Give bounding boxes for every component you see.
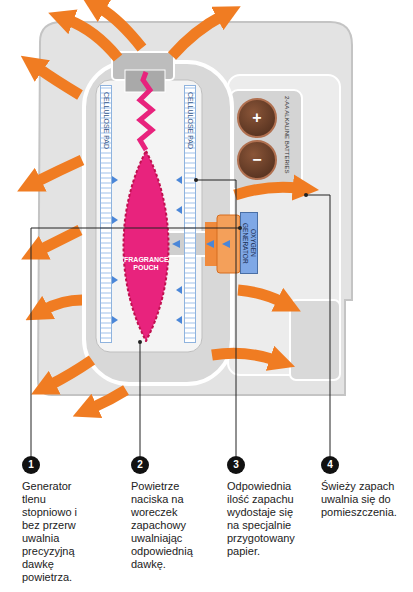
callout-number: 1 [22,456,40,474]
pouch-shape [124,151,169,341]
housing-foot [290,300,340,380]
part-label: 2-AA ALKALINE BATTERIES [283,96,291,174]
battery-sign: − [252,152,261,168]
housing [38,22,352,395]
leader-path [31,228,240,456]
part-label: CELLULOSE PAD [185,92,195,149]
battery-compartment [230,90,302,190]
callout: 3Odpowiednia ilość zapachu wydostaje się… [227,456,307,558]
fragrance-channel [140,72,152,150]
leader-line [31,226,242,456]
leader-line [304,193,330,456]
leader-line [138,340,142,456]
leader-path [196,180,236,456]
part-label: FRAGRANCE POUCH [124,256,168,272]
part-label: OXYGEN GENERATOR [241,213,257,273]
cellulose-pad: CELLULOSE PAD [184,85,196,343]
callout-number: 3 [227,456,245,474]
callout-number: 2 [131,456,149,474]
leader-path [140,342,141,456]
connector-piece [205,222,217,266]
callout-text: Powietrze naciska na woreczek zapachowy … [131,480,203,571]
fragrance-pouch: FRAGRANCE POUCH [120,150,172,342]
cellulose-pad: CELLULOSE PAD [100,85,112,343]
canister-inner [96,80,202,352]
callout: 1Generator tlenu stopniowo i bez przerw … [22,456,92,584]
part-label: CELLULOSE PAD [101,92,111,149]
leader-dot [138,340,142,344]
pouch-outline [120,150,172,342]
canister [84,62,232,384]
leader-dot [238,226,242,230]
callout-text: Świeży zapach uwalnia się do pomieszczen… [321,480,407,519]
battery-cell: − [237,140,277,180]
callout-text: Odpowiednia ilość zapachu wydostaje się … [227,480,307,558]
callout: 4Świeży zapach uwalnia się do pomieszcze… [321,456,407,519]
oxygen-generator: OXYGEN GENERATOR [240,212,258,274]
callout: 2Powietrze naciska na woreczek zapachowy… [131,456,203,571]
battery-sign: + [252,110,261,126]
connector-piece [217,215,240,273]
callout-text: Generator tlenu stopniowo i bez przerw u… [22,480,92,584]
leader-line [194,178,236,456]
leader-dot [194,178,198,182]
battery-cell: + [237,98,277,138]
callout-number: 4 [321,456,339,474]
scent-arrows [36,8,298,408]
